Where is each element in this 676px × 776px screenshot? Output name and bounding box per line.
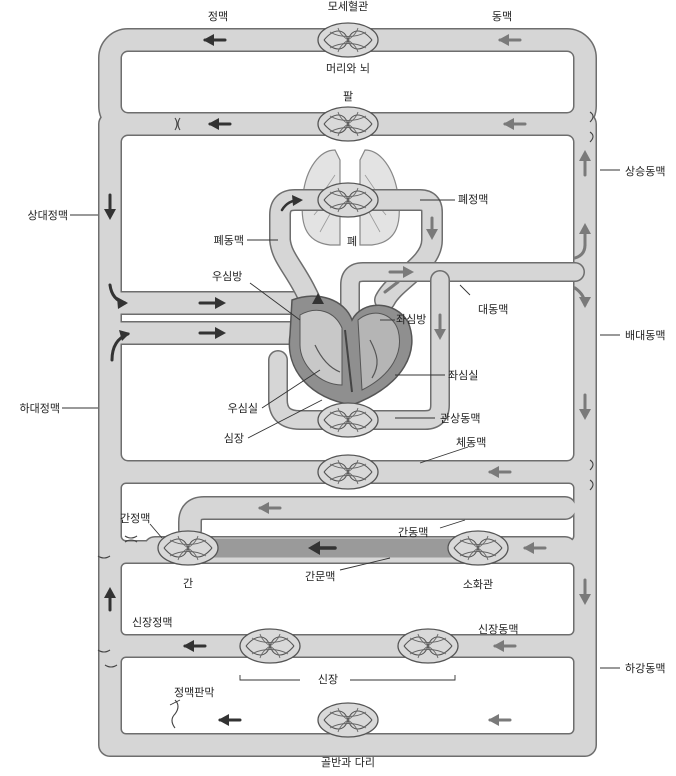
label-hepatic-artery: 간동맥 bbox=[398, 526, 429, 539]
label-heart: 심장 bbox=[223, 432, 244, 445]
label-superior-vena-cava: 상대정맥 bbox=[27, 209, 68, 222]
label-capillary: 모세혈관 bbox=[327, 0, 369, 13]
label-descending-aorta: 하강동맥 bbox=[625, 662, 666, 675]
label-ascending-aorta: 상승동맥 bbox=[625, 165, 666, 178]
arrow-head-vein bbox=[203, 34, 227, 46]
label-abdominal-aorta: 배대동맥 bbox=[625, 329, 666, 342]
label-head-brain: 머리와 뇌 bbox=[326, 62, 370, 75]
label-coronary-artery: 관상동맥 bbox=[440, 412, 481, 425]
label-digestive-tract: 소화관 bbox=[462, 578, 494, 591]
label-kidney: 신장 bbox=[317, 673, 339, 686]
label-pulmonary-artery: 폐동맥 bbox=[213, 234, 244, 247]
label-vein: 정맥 bbox=[207, 10, 229, 23]
label-aorta: 대동맥 bbox=[478, 303, 509, 316]
label-renal-vein: 신장정맥 bbox=[132, 616, 173, 629]
label-lung: 폐 bbox=[346, 235, 358, 248]
label-pelvis-legs: 골반과 다리 bbox=[320, 756, 376, 769]
label-arm: 팔 bbox=[342, 90, 354, 103]
label-left-ventricle: 좌심실 bbox=[448, 369, 479, 382]
arrow-head-artery bbox=[498, 34, 522, 46]
label-venous-valve: 정맥판막 bbox=[174, 686, 215, 699]
label-right-ventricle: 우심실 bbox=[227, 402, 258, 415]
label-liver: 간 bbox=[182, 577, 194, 590]
label-systemic-artery: 체동맥 bbox=[456, 436, 487, 449]
label-hepatic-vein: 간정맥 bbox=[120, 512, 151, 525]
label-right-atrium: 우심방 bbox=[212, 270, 243, 283]
label-pulmonary-vein: 폐정맥 bbox=[458, 193, 489, 206]
label-portal-vein: 간문맥 bbox=[305, 570, 336, 583]
label-artery: 동맥 bbox=[491, 10, 513, 23]
label-inferior-vena-cava: 하대정맥 bbox=[19, 402, 60, 415]
label-left-atrium: 좌심방 bbox=[396, 313, 427, 326]
label-renal-artery: 신장동맥 bbox=[478, 623, 519, 636]
